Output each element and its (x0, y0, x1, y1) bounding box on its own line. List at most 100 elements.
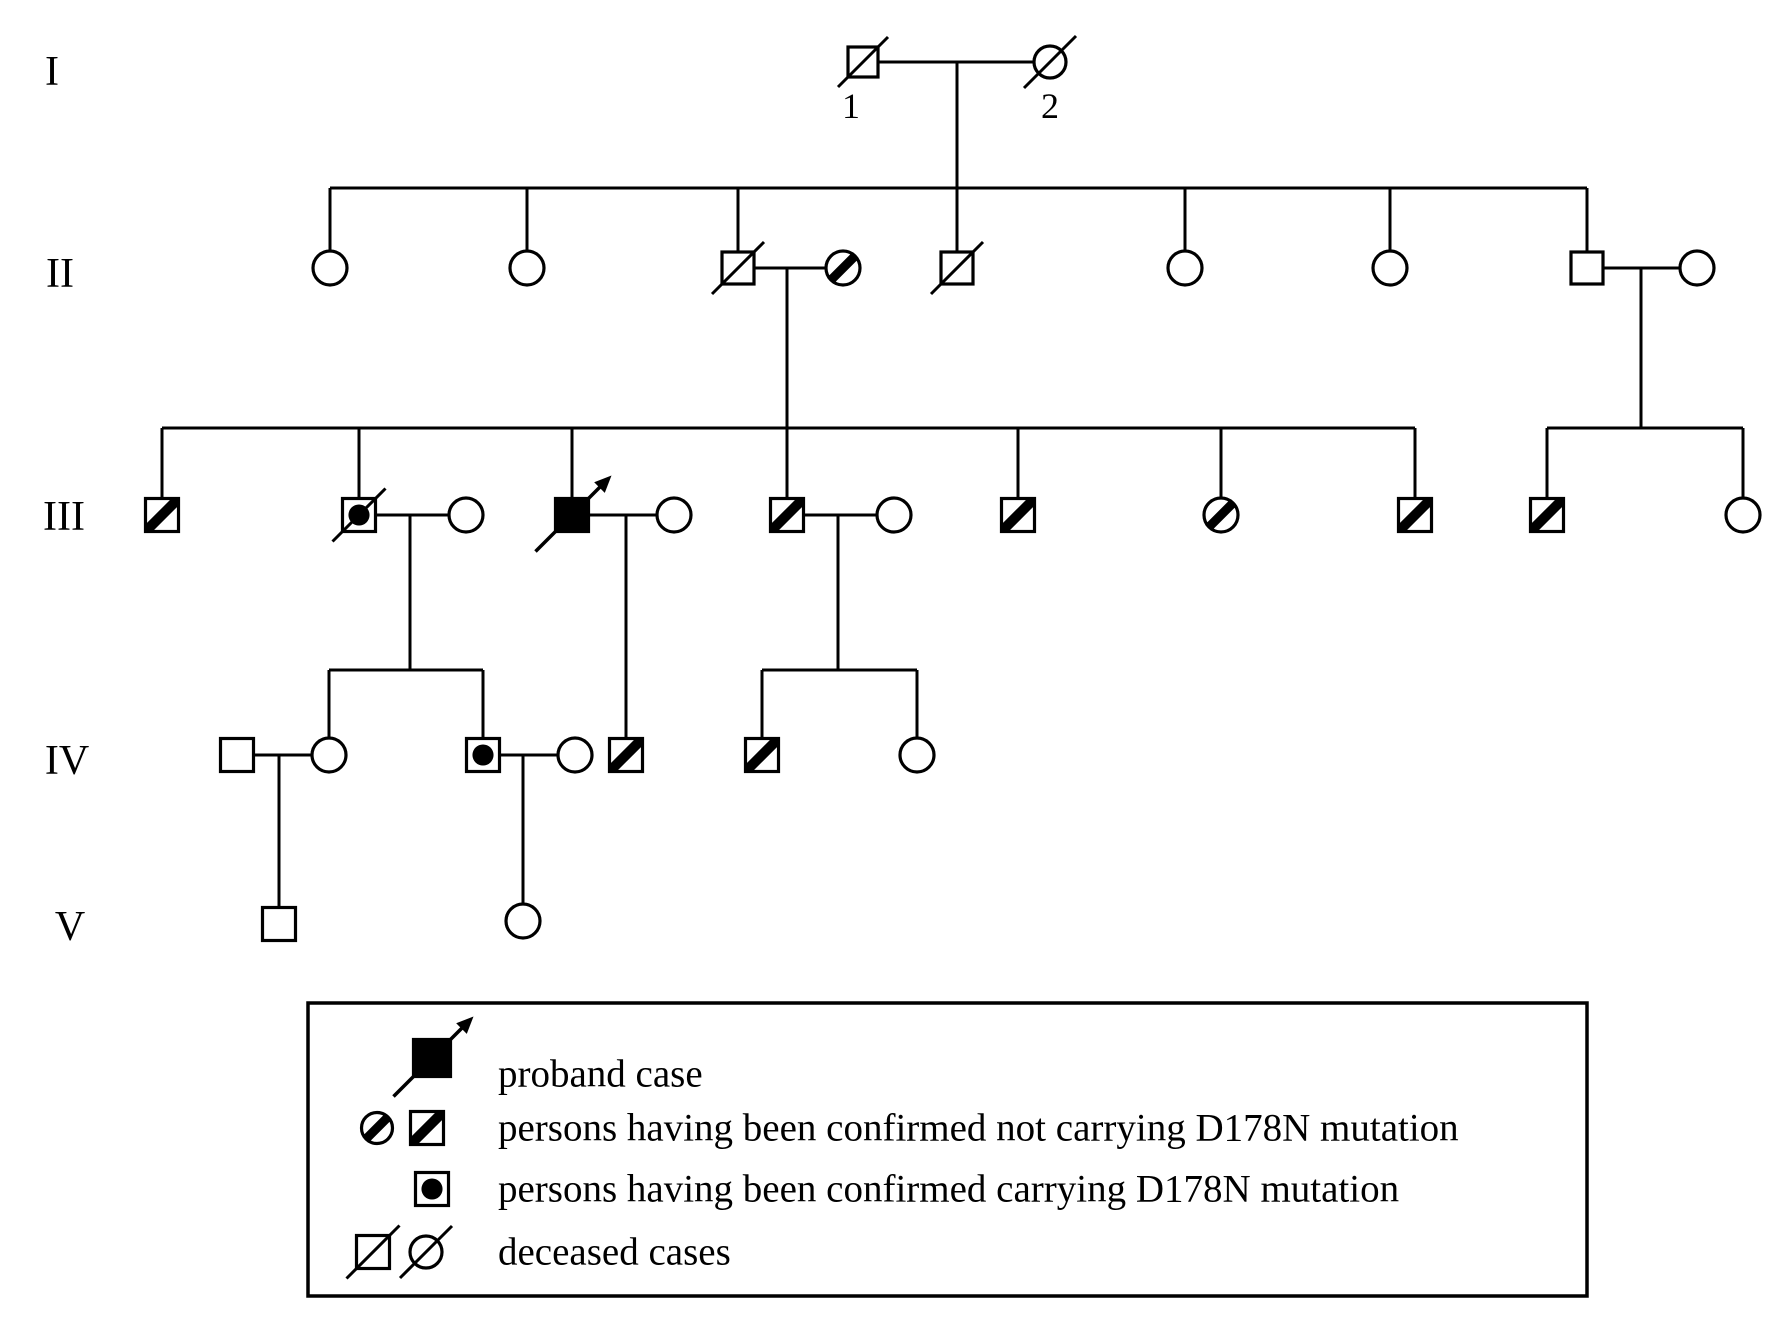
female-symbol (556, 736, 594, 774)
individual-IV-7 (898, 736, 936, 774)
legend-label: deceased cases (498, 1231, 731, 1274)
not-carrier-band (410, 1111, 444, 1145)
individual-III-2 (331, 487, 387, 543)
individual-II-6 (1371, 249, 1409, 287)
band-stroke (410, 1111, 444, 1145)
deceased-slash (398, 1224, 454, 1280)
individual-IV-1 (218, 736, 256, 774)
individual-IV-2 (310, 736, 348, 774)
legend-row: persons having been confirmed carrying D… (413, 1168, 1399, 1211)
individual-II-7-wife (1678, 249, 1716, 287)
band-stroke (745, 738, 779, 772)
individual-number: 1 (842, 86, 860, 126)
individual-IV-5 (607, 736, 645, 774)
individual-V-2 (504, 902, 542, 940)
individual-I-1 (836, 35, 890, 89)
generation-label: III (43, 494, 85, 540)
individual-legend-carrier-male (413, 1170, 451, 1208)
female-symbol (508, 249, 546, 287)
legend-box (306, 1001, 1589, 1298)
not-carrier-band (1001, 498, 1035, 532)
individual-II-4 (929, 240, 985, 296)
female-symbol (875, 496, 913, 534)
female-symbol (311, 249, 349, 287)
band-stroke (145, 498, 179, 532)
individual-III-5 (999, 496, 1037, 534)
individual-III-8 (1528, 496, 1566, 534)
individual-III-1 (143, 496, 181, 534)
legend: proband case persons having been confirme… (306, 1001, 1589, 1298)
individual-IV-6 (743, 736, 781, 774)
deceased-slash (710, 240, 766, 296)
individual-III-6 (1202, 496, 1240, 534)
individual-legend-not-carrier-female (359, 1110, 395, 1146)
individual-IV-3 (464, 736, 502, 774)
legend-label: persons having been confirmed not carryi… (498, 1107, 1459, 1150)
female-symbol (1166, 249, 1204, 287)
legend-row: proband case (392, 1016, 703, 1098)
female-symbol (898, 736, 936, 774)
proband-arrow-shaft (392, 1021, 469, 1098)
deceased-slash (836, 35, 890, 89)
band-stroke (609, 738, 643, 772)
male-symbol (218, 736, 256, 774)
individual-I-2 (1022, 34, 1078, 90)
band-stroke (770, 498, 804, 532)
proband-arrowhead (594, 475, 612, 493)
female-symbol (1678, 249, 1716, 287)
individual-II-3 (710, 240, 766, 296)
generation-label: I (45, 49, 59, 95)
individual-III-4-wife (875, 496, 913, 534)
individual-III-2-wife (447, 496, 485, 534)
carrier-dot (472, 744, 494, 766)
female-symbol (310, 736, 348, 774)
individual-III-9 (1724, 496, 1762, 534)
male-symbol (260, 905, 298, 943)
individual-II-7 (1569, 250, 1605, 286)
not-carrier-band (609, 738, 643, 772)
generation-label: V (55, 904, 85, 950)
proband-arrow-shaft (534, 480, 607, 553)
proband-arrowhead (456, 1016, 474, 1034)
not-carrier-band (145, 498, 179, 532)
band-stroke (1398, 498, 1432, 532)
deceased-slash (345, 1224, 401, 1280)
female-symbol (447, 496, 485, 534)
legend-row: persons having been confirmed not carryi… (359, 1107, 1459, 1150)
legend-label: persons having been confirmed carrying D… (498, 1168, 1399, 1211)
connector-lines (160, 60, 1745, 907)
generation-label: IV (45, 738, 89, 784)
legend-label: proband case (498, 1053, 703, 1096)
individual-V-1 (260, 905, 298, 943)
not-carrier-band (770, 498, 804, 532)
female-symbol (1371, 249, 1409, 287)
not-carrier-band (1530, 498, 1564, 532)
individual-II-2 (508, 249, 546, 287)
individual-III-3-wife (655, 496, 693, 534)
individual-number: 2 (1041, 86, 1059, 126)
not-carrier-band (745, 738, 779, 772)
individual-legend-deceased-male (345, 1224, 401, 1280)
deceased-slash (331, 487, 387, 543)
female-symbol (504, 902, 542, 940)
individual-legend-proband (392, 1016, 474, 1098)
carrier-dot (421, 1178, 443, 1200)
individual-III-4 (768, 496, 806, 534)
deceased-slash (1022, 34, 1078, 90)
generation-label: II (46, 251, 74, 297)
band-stroke (1530, 498, 1564, 532)
male-symbol (1569, 250, 1605, 286)
individuals (143, 34, 1762, 943)
individual-II-5 (1166, 249, 1204, 287)
female-symbol (655, 496, 693, 534)
individual-legend-not-carrier-male (408, 1109, 446, 1147)
not-carrier-band (1398, 498, 1432, 532)
legend-row: deceased cases (345, 1224, 731, 1280)
band-stroke (1001, 498, 1035, 532)
individual-II-1 (311, 249, 349, 287)
individual-III-7 (1396, 496, 1434, 534)
